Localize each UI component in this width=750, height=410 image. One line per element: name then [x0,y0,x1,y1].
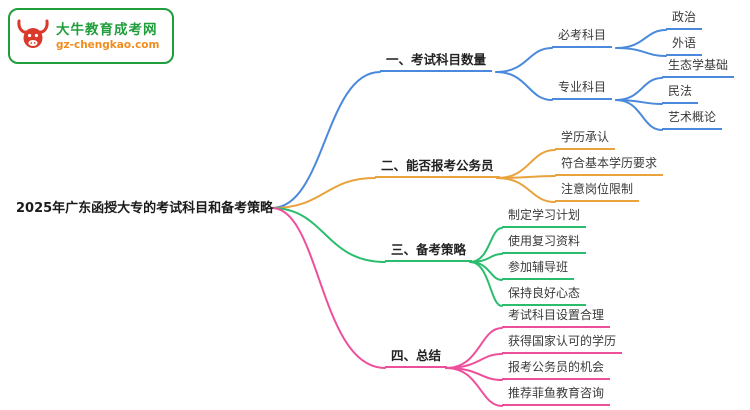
leaf-review-materials: 使用复习资料 [502,232,587,254]
site-logo: 大牛教育成考网 gz-chengkao.com [8,8,174,64]
leaf-study-plan: 制定学习计划 [502,206,587,228]
node-required-subjects: 必考科目 [552,26,613,48]
leaf-meets-basic-requirements: 符合基本学历要求 [555,154,664,176]
root-topic: 2025年广东函授大专的考试科目和备考策略 [16,201,274,216]
branch-civil-servant-eligibility: 二、能否报考公务员 [375,156,500,178]
leaf-degree-recognized: 学历承认 [555,128,616,150]
branch-exam-subject-count: 一、考试科目数量 [380,50,493,72]
branch-prep-strategy: 三、备考策略 [385,240,473,262]
leaf-tutoring-class: 参加辅导班 [502,258,575,280]
leaf-art-introduction: 艺术概论 [662,108,723,130]
leaf-recommend-consulting: 推荐菲鱼教育咨询 [502,384,611,406]
leaf-position-restrictions: 注意岗位限制 [555,180,640,202]
branch-summary: 四、总结 [385,346,448,368]
leaf-politics: 政治 [666,8,703,30]
node-major-subjects: 专业科目 [552,78,613,100]
logo-title: 大牛教育成考网 [56,21,158,38]
leaf-civil-law: 民法 [662,82,699,104]
bull-icon [16,17,50,55]
leaf-ecology-basics: 生态学基础 [662,56,735,78]
leaf-nationally-recognized-degree: 获得国家认可的学历 [502,332,623,354]
logo-url: gz-chengkao.com [56,38,160,51]
leaf-civil-servant-opportunity: 报考公务员的机会 [502,358,611,380]
leaf-good-mindset: 保持良好心态 [502,284,587,306]
leaf-reasonable-subjects: 考试科目设置合理 [502,306,611,328]
leaf-foreign-language: 外语 [666,34,703,56]
